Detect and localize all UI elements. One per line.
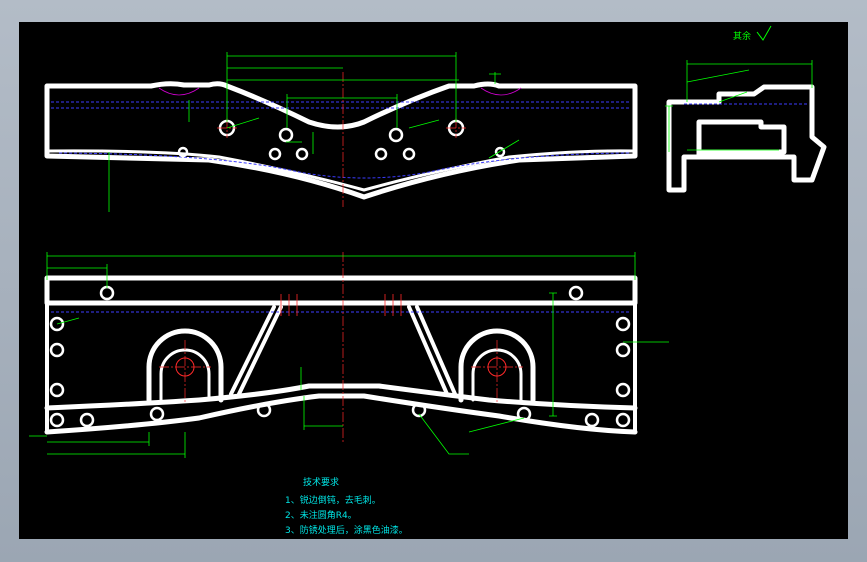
hole	[615, 316, 631, 332]
hole	[79, 412, 95, 428]
hole	[494, 146, 506, 158]
hole	[278, 127, 294, 143]
plan-lower-curve	[44, 393, 638, 435]
note-item: 3、防锈处理后，涂黑色油漆。	[285, 524, 408, 536]
rib-right	[407, 305, 457, 396]
drawing-canvas[interactable]: 其余	[19, 22, 848, 539]
hole	[295, 147, 309, 161]
roughness-symbol-icon	[756, 25, 772, 41]
hole	[388, 127, 404, 143]
plan-upper-curve	[44, 383, 638, 411]
roughness-note: 其余	[733, 25, 772, 42]
note-item: 1、锐边倒钝，去毛刺。	[285, 494, 381, 506]
hole	[402, 147, 416, 161]
side-view: 其余	[665, 25, 827, 193]
hole	[411, 402, 427, 418]
hole	[256, 402, 272, 418]
rib-left	[229, 305, 283, 396]
hole	[568, 285, 584, 301]
cad-drawing: 其余	[29, 25, 827, 536]
roughness-label: 其余	[733, 30, 751, 42]
rail-outline	[44, 81, 638, 200]
bracket-section	[666, 84, 827, 193]
boss-left	[146, 328, 224, 403]
front-view	[44, 52, 638, 212]
plan-dimensions	[29, 252, 669, 458]
hole	[516, 406, 532, 422]
hole	[49, 342, 65, 358]
technical-notes: 技术要求 1、锐边倒钝，去毛刺。 2、未注圆角R4。 3、防锈处理后，涂黑色油漆…	[285, 476, 408, 536]
weld-ticks	[280, 294, 402, 316]
hole	[99, 285, 115, 301]
hole	[268, 147, 282, 161]
side-dimensions	[665, 60, 813, 152]
front-dimensions	[108, 52, 520, 212]
top-flange	[44, 275, 638, 306]
hole	[49, 316, 65, 332]
weld-mark	[480, 87, 522, 96]
hole	[177, 146, 189, 158]
hole	[584, 412, 600, 428]
hole	[49, 412, 65, 428]
notes-title: 技术要求	[303, 476, 339, 488]
hole	[615, 382, 631, 398]
hole	[615, 342, 631, 358]
hole	[615, 412, 631, 428]
plan-view	[29, 252, 669, 458]
rail-inner-edge	[45, 149, 637, 192]
weld-mark	[158, 87, 200, 96]
hole	[374, 147, 388, 161]
hole	[49, 382, 65, 398]
hidden-line	[58, 152, 630, 179]
note-item: 2、未注圆角R4。	[285, 509, 357, 521]
hole	[149, 406, 165, 422]
plan-holes	[49, 285, 631, 428]
boss-right	[458, 328, 536, 403]
